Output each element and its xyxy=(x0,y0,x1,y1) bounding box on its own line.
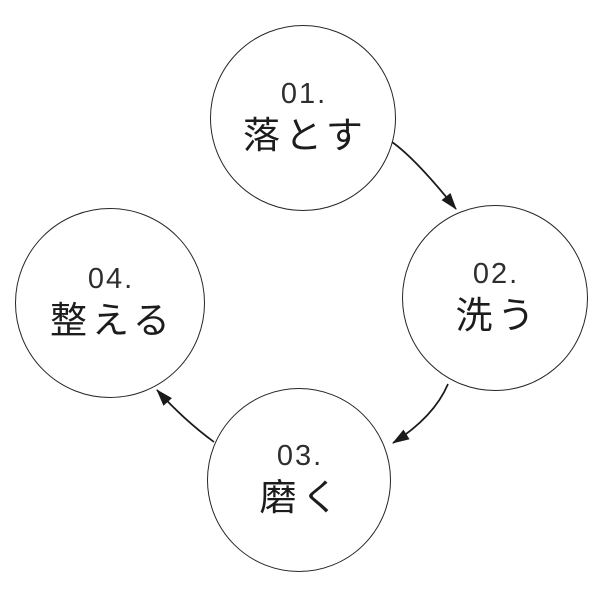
step-label: 整える xyxy=(50,299,175,341)
step-label: 落とす xyxy=(243,114,368,156)
step-label: 磨く xyxy=(259,476,344,518)
arrow-step2-to-step3 xyxy=(392,383,449,444)
step-label: 洗う xyxy=(455,294,540,336)
step-circle-1: 01. 落とす xyxy=(210,25,396,211)
arrow-step3-to-step4 xyxy=(156,389,215,443)
arrow-step1-to-step2 xyxy=(391,141,457,210)
step-circle-2: 02. 洗う xyxy=(402,205,588,391)
step-number: 03. xyxy=(276,439,324,472)
step-number: 02. xyxy=(472,257,520,290)
step-number: 01. xyxy=(280,77,328,110)
step-circle-4: 04. 整える xyxy=(15,208,205,398)
step-circle-3: 03. 磨く xyxy=(207,388,391,572)
step-number: 04. xyxy=(87,262,135,295)
